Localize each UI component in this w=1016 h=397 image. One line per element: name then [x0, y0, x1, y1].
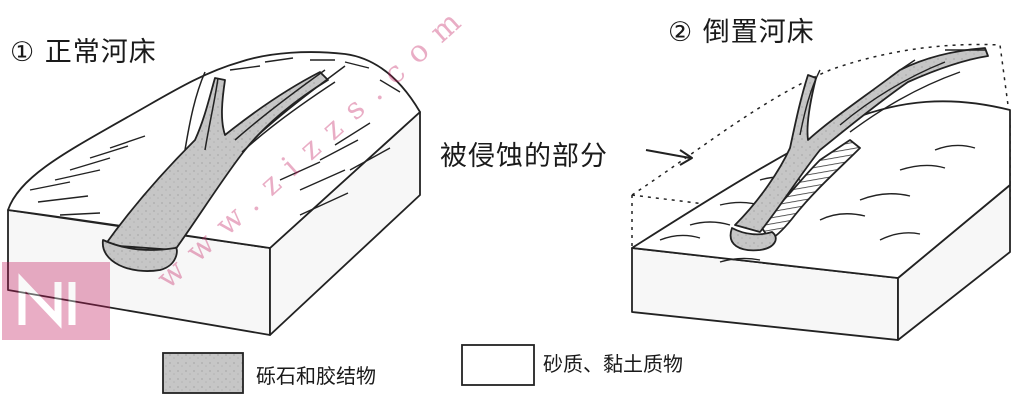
ridge-inverted-hatch — [759, 139, 861, 241]
legend — [162, 344, 535, 394]
channel-normal — [104, 71, 329, 251]
ridge-inverted-branches — [799, 49, 985, 136]
panel1-title: ① 正常河床 — [10, 37, 157, 68]
eroded-part-label: 被侵蚀的部分 — [440, 141, 608, 172]
valley-normal-branches — [184, 65, 346, 153]
eroded-arrow-head — [679, 149, 693, 166]
ridge-inverted-section — [729, 227, 777, 252]
block-inverted — [631, 43, 1011, 341]
block-normal — [7, 51, 421, 336]
panel2-title: ② 倒置河床 — [668, 17, 815, 48]
legend-swatch-gravel — [162, 352, 244, 394]
block-normal-slope-lines — [29, 57, 401, 216]
legend-label-sand: 砂质、黏土质物 — [543, 352, 683, 376]
watermark-logo — [2, 262, 110, 340]
eroded-arrow — [645, 149, 691, 159]
legend-label-gravel: 砾石和胶结物 — [256, 364, 376, 388]
legend-swatch-sand — [461, 344, 535, 386]
channel-normal-section — [102, 239, 178, 272]
ridge-inverted — [734, 47, 989, 233]
